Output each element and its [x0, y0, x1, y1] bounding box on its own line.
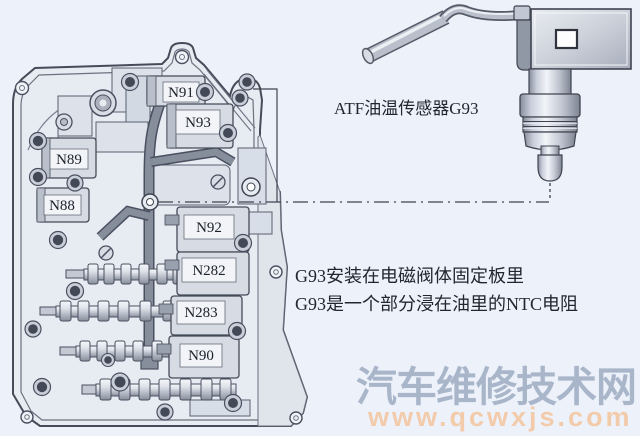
solenoid-n93: N93: [166, 103, 234, 149]
solenoid-label-n92: N92: [196, 220, 222, 236]
solenoid-n89: N89: [41, 137, 97, 179]
g93-location-washer: [141, 193, 159, 211]
solenoid-label-n283: N283: [184, 305, 217, 321]
solenoid-n283: N283: [158, 295, 243, 336]
washer: [241, 177, 261, 197]
bolts: [24, 72, 256, 421]
solenoid-n90: N90: [156, 335, 240, 379]
solenoid-label-n282: N282: [192, 263, 225, 279]
note-line-1: G93安装在电磁阀体固定板里: [295, 266, 524, 286]
right-margin-strip: [257, 134, 308, 427]
solenoid-label-n90: N90: [188, 348, 214, 364]
sensor-cable: [361, 4, 523, 65]
solenoid-label-n89: N89: [56, 152, 82, 168]
valve-body: N91 N93 N89 N88: [12, 41, 309, 427]
atf-sensor-g93: [361, 4, 632, 182]
solenoid-label-n91: N91: [168, 85, 194, 101]
solenoid-n92: N92: [164, 206, 250, 253]
sensor-tip: [537, 154, 563, 182]
slotted-screws: [55, 113, 226, 261]
watermark-site-name: 汽车维修技术网: [356, 364, 637, 410]
projection-lines: [158, 88, 551, 203]
sensor-body: [519, 68, 581, 182]
solenoid-label-n88: N88: [49, 198, 75, 214]
sensor-caption: ATF油温传感器G93: [334, 99, 479, 118]
round-boss: [89, 89, 117, 117]
solenoids: N91 N93 N89 N88: [36, 75, 250, 379]
solenoid-label-n93: N93: [185, 115, 211, 131]
watermark-site-url: www.qcwxjs.com: [368, 402, 633, 432]
solenoid-n282: N282: [164, 251, 250, 296]
sensor-connector: [513, 5, 632, 71]
valve-spools: [39, 263, 237, 401]
note-line-2: G93是一个部分浸在油里的NTC电阻: [295, 294, 578, 314]
solenoid-n88: N88: [36, 187, 90, 223]
projection-bracket-line: [253, 88, 278, 202]
mounting-holes: [14, 49, 303, 425]
connector-window: [554, 28, 579, 50]
plate-edge-line: [203, 69, 256, 132]
